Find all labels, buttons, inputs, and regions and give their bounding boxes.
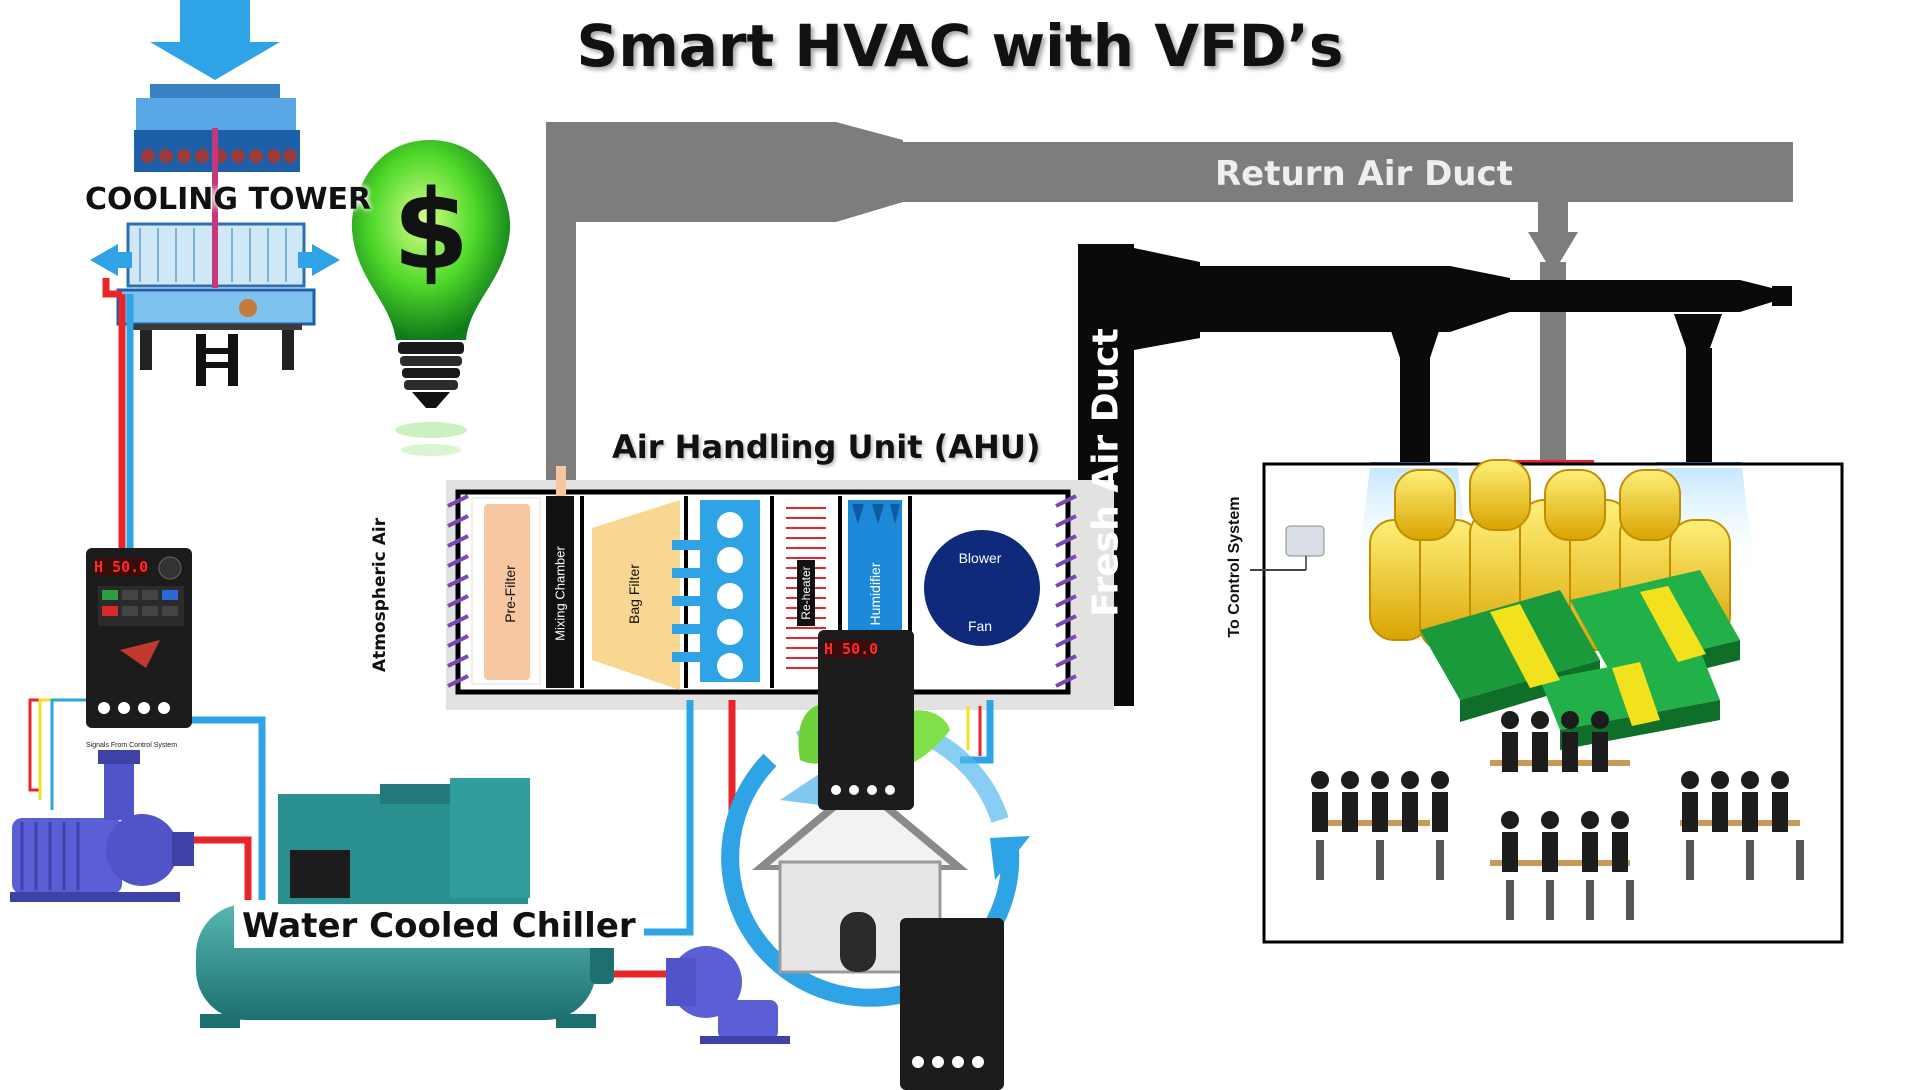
re-heater-label: Re-heater (799, 566, 813, 620)
vfd-drive-ahu (818, 630, 914, 810)
chiller-label: Water Cooled Chiller (234, 904, 644, 948)
signal-wires-ahu (966, 706, 982, 756)
blower-label: Blower (958, 550, 1002, 566)
mixing-chamber-label: Mixing Chamber (552, 546, 568, 641)
svg-text:$: $ (393, 166, 470, 294)
air-handling-unit (446, 466, 1114, 710)
secondary-pump (666, 946, 790, 1044)
fresh-air-duct (1078, 244, 1792, 706)
return-air-duct-label: Return Air Duct (1215, 154, 1513, 194)
fresh-air-duct-label: Fresh Air Duct (1085, 328, 1127, 617)
atmospheric-air-label: Atmospheric Air (370, 517, 390, 673)
vfd-display: H 50.0 (94, 558, 149, 576)
pre-filter-label: Pre-Filter (502, 565, 518, 623)
bag-filter-label: Bag Filter (626, 564, 642, 624)
page-title: Smart HVAC with VFD’s (576, 12, 1344, 80)
office-people-icon (1311, 711, 1804, 920)
money-stack-icon (1369, 459, 1740, 750)
to-control-system-label: To Control System (1226, 496, 1243, 638)
vfd-display-ahu: H 50.0 (824, 640, 879, 658)
signals-label: Signals From Control System (86, 742, 178, 749)
pump (10, 750, 194, 902)
dollar-lightbulb-icon: $ (351, 140, 511, 456)
cooling-tower-label: COOLING TOWER (85, 182, 372, 217)
return-air-duct (546, 122, 1793, 502)
vfd-drive (86, 548, 192, 728)
fan-label: Fan (967, 618, 993, 634)
cooling-tower (90, 0, 340, 386)
vfd-drive-pump (900, 918, 1004, 1090)
humidifier-label: Humidifier (867, 562, 883, 626)
ahu-label: Air Handling Unit (AHU) (612, 428, 1041, 466)
